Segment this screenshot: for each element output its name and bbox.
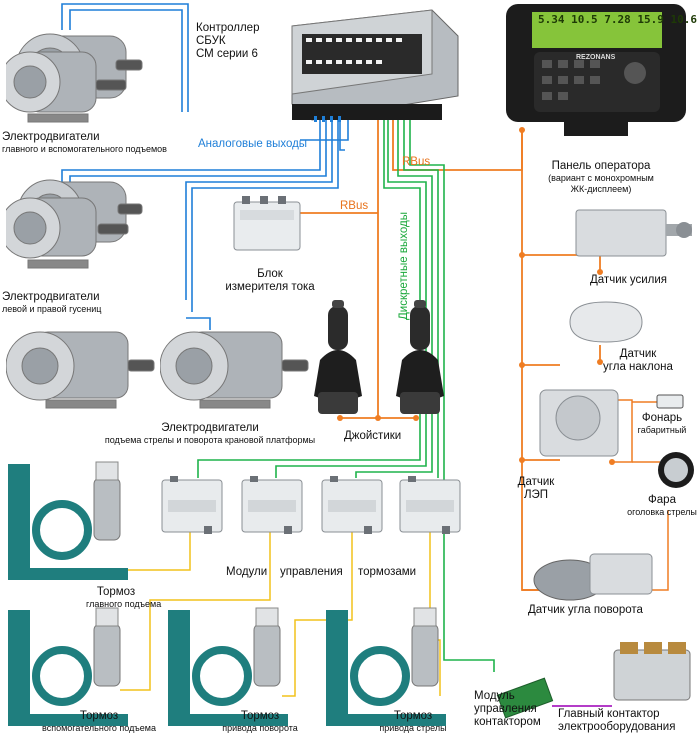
lantern-label: Фонарь габаритный	[637, 412, 687, 436]
current-meter-label: Блок измерителя тока	[225, 268, 315, 294]
operator-panel-icon	[504, 2, 690, 142]
motor-label-hoist: Электродвигатели главного и вспомогатель…	[2, 131, 167, 155]
brake-module-icon	[240, 476, 306, 536]
brake-label-boom: Тормоз привода стрелы	[379, 710, 447, 734]
headlight-label: Фара оголовка стрелы	[627, 494, 697, 518]
brake-module-icon	[320, 476, 386, 536]
lantern-icon	[656, 394, 686, 410]
brake-icon	[4, 458, 134, 582]
force-sensor-icon	[574, 206, 696, 266]
current-meter-icon	[232, 196, 306, 254]
controller-label: Контроллер СБУК СМ серии 6	[196, 22, 259, 62]
force-sensor-label: Датчик усилия	[590, 274, 667, 286]
rbus-label-left: RBus	[340, 200, 369, 212]
contactor-module-label: Модуль управления контактором	[474, 690, 541, 729]
brake-modules-label-1: Модули	[226, 566, 268, 578]
brake-modules-label-2: управления	[280, 566, 343, 578]
motor-label-boom: Электродвигатели подъема стрелы и поворо…	[104, 422, 316, 446]
main-contactor-icon	[610, 640, 696, 710]
controller-model: СБУК	[196, 35, 226, 48]
power-line-sensor-icon	[538, 388, 622, 464]
motor-label-tracks: Электродвигатели левой и правой гусениц	[2, 291, 102, 315]
contactor-module-icon	[496, 676, 556, 724]
rbus-label-top: RBus	[402, 156, 431, 168]
rotation-sensor-icon	[530, 548, 660, 604]
rotation-sensor-label: Датчик угла поворота	[528, 604, 643, 616]
brake-label-aux-hoist: Тормоз вспомогательного подъема	[42, 710, 156, 734]
tilt-sensor-label: Датчик угла наклона	[603, 348, 673, 374]
motor-icon	[6, 320, 156, 416]
brake-module-icon	[398, 476, 464, 536]
analog-wires	[61, 3, 349, 330]
brake-icon	[4, 604, 134, 728]
controller-icon	[282, 4, 462, 126]
joysticks-label: Джойстики	[344, 430, 402, 442]
motor-icon	[160, 320, 310, 416]
joystick-icon	[388, 300, 452, 420]
main-contactor-label: Главный контактор электрооборудования	[558, 708, 676, 734]
brake-label-main-hoist: Тормоз главного подъема	[86, 586, 162, 610]
brake-label-slew: Тормоз привода поворота	[222, 710, 298, 734]
tilt-sensor-icon	[566, 298, 646, 348]
controller-title: Контроллер	[196, 22, 260, 34]
panel-brand: REZONANS	[576, 54, 616, 61]
controller-series: СМ серии 6	[196, 48, 258, 61]
operator-panel-label: Панель оператора (вариант с монохромным …	[548, 160, 654, 194]
joystick-icon	[306, 300, 370, 420]
brake-icon	[322, 604, 452, 728]
motor-pair-icon	[6, 176, 156, 276]
motor-pair-icon	[6, 22, 156, 132]
brake-icon	[164, 604, 294, 728]
analog-outputs-label: Аналоговые выходы	[198, 138, 308, 150]
brake-modules-label-3: тормозами	[358, 566, 417, 578]
power-line-sensor-label: Датчик ЛЭП	[517, 476, 555, 502]
lcd-readout: 5.34 10.5 7.28 15.9 10.6	[538, 13, 697, 26]
brake-module-icon	[160, 476, 226, 536]
headlight-icon	[656, 450, 696, 490]
